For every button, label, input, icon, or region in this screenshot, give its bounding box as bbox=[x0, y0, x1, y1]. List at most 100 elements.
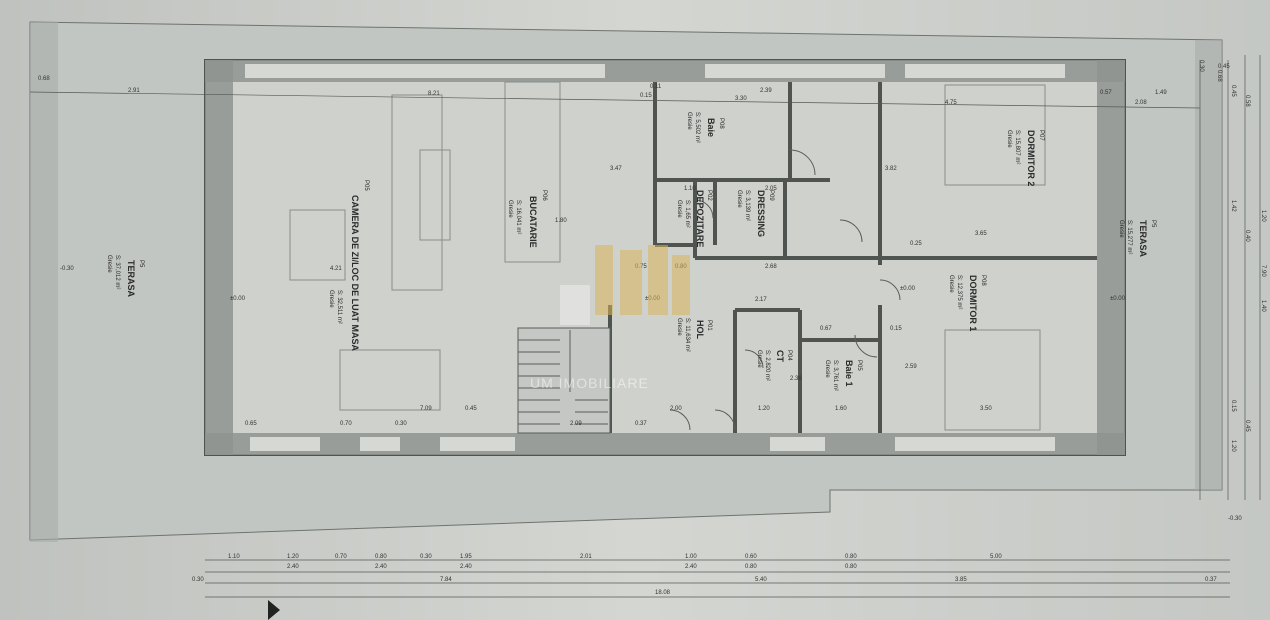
dimension-label: 7.09 bbox=[420, 406, 432, 412]
room-code: P01 bbox=[706, 320, 712, 331]
room-dressing: P09 DRESSING S: 3,139 m² Gresie bbox=[736, 190, 774, 237]
room-name: TERASA bbox=[1138, 220, 1148, 258]
room-area: S: 16,041 m² bbox=[515, 200, 521, 234]
dimension-label: 0.65 bbox=[245, 421, 257, 427]
dimension-label: 1.80 bbox=[555, 218, 567, 224]
room-name: CT bbox=[775, 350, 785, 362]
dimension-label: 0.80 bbox=[845, 564, 857, 570]
dimension-label: 0.25 bbox=[910, 241, 922, 247]
dimension-label: 3.82 bbox=[885, 166, 897, 172]
dimension-label: 3.85 bbox=[955, 577, 967, 583]
room-code: P05 bbox=[856, 360, 862, 371]
room-name: DORMITOR 1 bbox=[968, 275, 978, 331]
room-name: DORMITOR 2 bbox=[1026, 130, 1036, 186]
dimension-label: 2.08 bbox=[1135, 100, 1147, 106]
room-code: P5 bbox=[138, 260, 144, 268]
room-name: TERASA bbox=[126, 260, 136, 298]
dimension-label: 1.20 bbox=[758, 406, 770, 412]
dimension-label: 0.30 bbox=[192, 577, 204, 583]
dimension-label: 0.30 bbox=[420, 554, 432, 560]
room-area: S: 5,502 m² bbox=[694, 112, 700, 143]
dimension-label: 1.95 bbox=[460, 554, 472, 560]
dimension-label: 3.50 bbox=[980, 406, 992, 412]
dimension-total: 18.08 bbox=[655, 590, 671, 596]
dimension-label: 1.00 bbox=[685, 554, 697, 560]
dimensions-right-row: 0.300.680.450.581.421.200.407.901.400.15… bbox=[1198, 60, 1266, 452]
room-finish: Gresie bbox=[676, 200, 682, 218]
dimension-label: 0.15 bbox=[1230, 400, 1236, 412]
room-code: P05 bbox=[363, 180, 369, 191]
room-code: P08 bbox=[718, 118, 724, 129]
dimension-label: 2.17 bbox=[755, 297, 767, 303]
room-area: S: 3,761 m² bbox=[832, 360, 838, 391]
room-code: P5 bbox=[1150, 220, 1156, 228]
room-code: P09 bbox=[768, 190, 774, 201]
dimension-label: 7.84 bbox=[440, 577, 452, 583]
dimension-label: 1.49 bbox=[1155, 90, 1167, 96]
dimension-label: 8.21 bbox=[428, 91, 440, 97]
dimension-label: 0.80 bbox=[375, 554, 387, 560]
room-baie1: P05 Baie 1 S: 3,761 m² Gresie bbox=[824, 360, 862, 391]
room-finish: Gresie bbox=[1006, 130, 1012, 148]
dimension-label: -0.30 bbox=[60, 266, 74, 272]
room-area: S: 37,012 m² bbox=[114, 255, 120, 289]
dimension-label: 3.65 bbox=[975, 231, 987, 237]
dimension-label: 0.11 bbox=[650, 84, 662, 90]
dimension-label: 0.57 bbox=[1100, 90, 1112, 96]
dimension-label: 2.40 bbox=[685, 564, 697, 570]
dimension-label: 0.15 bbox=[890, 326, 902, 332]
room-area: S: 2,820 m² bbox=[764, 350, 770, 381]
dimension-label: 4.21 bbox=[330, 266, 342, 272]
dimension-label: 0.45 bbox=[1230, 85, 1236, 97]
room-hol: P01 HOL S: 11,634 m² Gresie bbox=[676, 318, 712, 352]
room-depozitare: P02 DEPOZITARE S: 1,65 m² Gresie bbox=[676, 190, 712, 247]
room-name: Baie 1 bbox=[844, 360, 854, 387]
room-bucatarie: P06 BUCATARIE S: 16,041 m² Gresie bbox=[507, 190, 547, 248]
room-code: P08 bbox=[980, 275, 986, 286]
dimension-label: 3.47 bbox=[610, 166, 622, 172]
room-code: P02 bbox=[706, 190, 712, 201]
room-area: S: 1,65 m² bbox=[684, 200, 690, 228]
room-dormitor2: P07 DORMITOR 2 S: 15,807 m² Gresie bbox=[1006, 130, 1044, 186]
dimension-label: 5.40 bbox=[755, 577, 767, 583]
dimension-label: 0.80 bbox=[745, 564, 757, 570]
room-camera: P05 CAMERA DE ZI/LOC DE LUAT MASA S: 32,… bbox=[328, 180, 369, 351]
room-code: P06 bbox=[541, 190, 547, 201]
room-name: CAMERA DE ZI/LOC DE LUAT MASA bbox=[350, 195, 360, 351]
room-name: BUCATARIE bbox=[528, 196, 538, 248]
room-finish: Gresie bbox=[948, 275, 954, 293]
dimension-label: 2.91 bbox=[128, 88, 140, 94]
dimension-label: 2.39 bbox=[760, 88, 772, 94]
dimension-label: 7.90 bbox=[1260, 265, 1266, 277]
room-name: DEPOZITARE bbox=[695, 190, 705, 247]
dimension-label: 0.70 bbox=[340, 421, 352, 427]
dimension-label: 2.59 bbox=[905, 364, 917, 370]
room-finish: Gresie bbox=[328, 290, 334, 308]
dimension-label: 0.70 bbox=[335, 554, 347, 560]
dimension-label: 0.68 bbox=[38, 76, 50, 82]
dimension-label: 4.75 bbox=[945, 100, 957, 106]
dimension-label: 2.40 bbox=[375, 564, 387, 570]
dimension-label: 1.10 bbox=[684, 186, 696, 192]
room-area: S: 32,511 m² bbox=[336, 290, 342, 324]
dimension-label: 2.40 bbox=[287, 564, 299, 570]
room-terasa-right: P5 TERASA S: 15,277 m² Gresie bbox=[1118, 220, 1156, 258]
dimension-label: 0.30 bbox=[1198, 60, 1204, 72]
furniture bbox=[289, 81, 1046, 431]
room-name: Baie bbox=[706, 118, 716, 137]
dimension-label: 0.58 bbox=[1244, 95, 1250, 107]
section-marker-icon bbox=[268, 600, 280, 620]
doors bbox=[669, 149, 901, 431]
dimension-label: 1.10 bbox=[228, 554, 240, 560]
room-area: S: 12,375 m² bbox=[956, 275, 962, 309]
dimension-label: 0.45 bbox=[1244, 420, 1250, 432]
dimension-label: 0.15 bbox=[640, 93, 652, 99]
dimension-label: 0.40 bbox=[1244, 230, 1250, 242]
room-finish: Gresie bbox=[686, 112, 692, 130]
dimension-label: 1.20 bbox=[287, 554, 299, 560]
room-code: P07 bbox=[1038, 130, 1044, 141]
dimension-label: ±0.00 bbox=[900, 286, 916, 292]
